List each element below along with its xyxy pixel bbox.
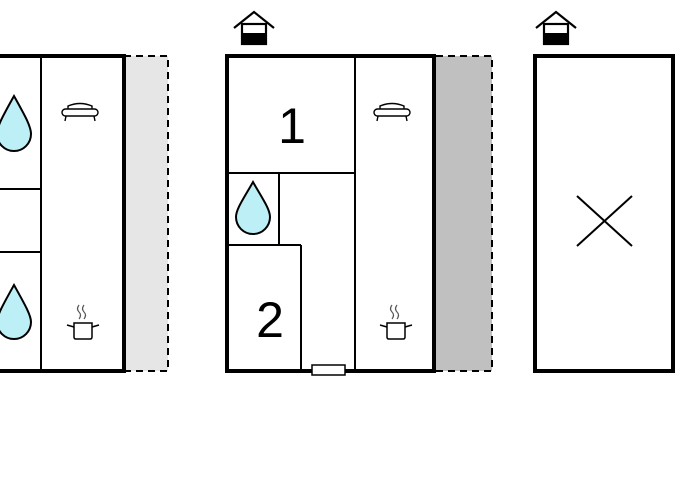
water-drop-icon <box>0 282 33 340</box>
terrace-left <box>124 56 168 371</box>
water-drop-icon <box>234 179 272 235</box>
x-mark-icon <box>576 195 633 247</box>
room-1-label: 1 <box>278 98 306 154</box>
cooking-pot-icon <box>66 304 100 340</box>
house-floor-indicator-icon <box>534 10 578 46</box>
water-drop-icon <box>0 93 33 152</box>
sofa-icon <box>373 102 411 122</box>
sofa-icon <box>61 102 99 122</box>
door-icon <box>311 364 346 376</box>
right-building <box>533 10 675 373</box>
terrace-right <box>436 56 492 371</box>
house-floor-indicator-icon <box>232 10 276 46</box>
middle-building: 1 2 <box>225 10 493 376</box>
room-2-label: 2 <box>256 292 284 348</box>
left-building <box>0 54 169 373</box>
cooking-pot-icon <box>379 304 413 340</box>
